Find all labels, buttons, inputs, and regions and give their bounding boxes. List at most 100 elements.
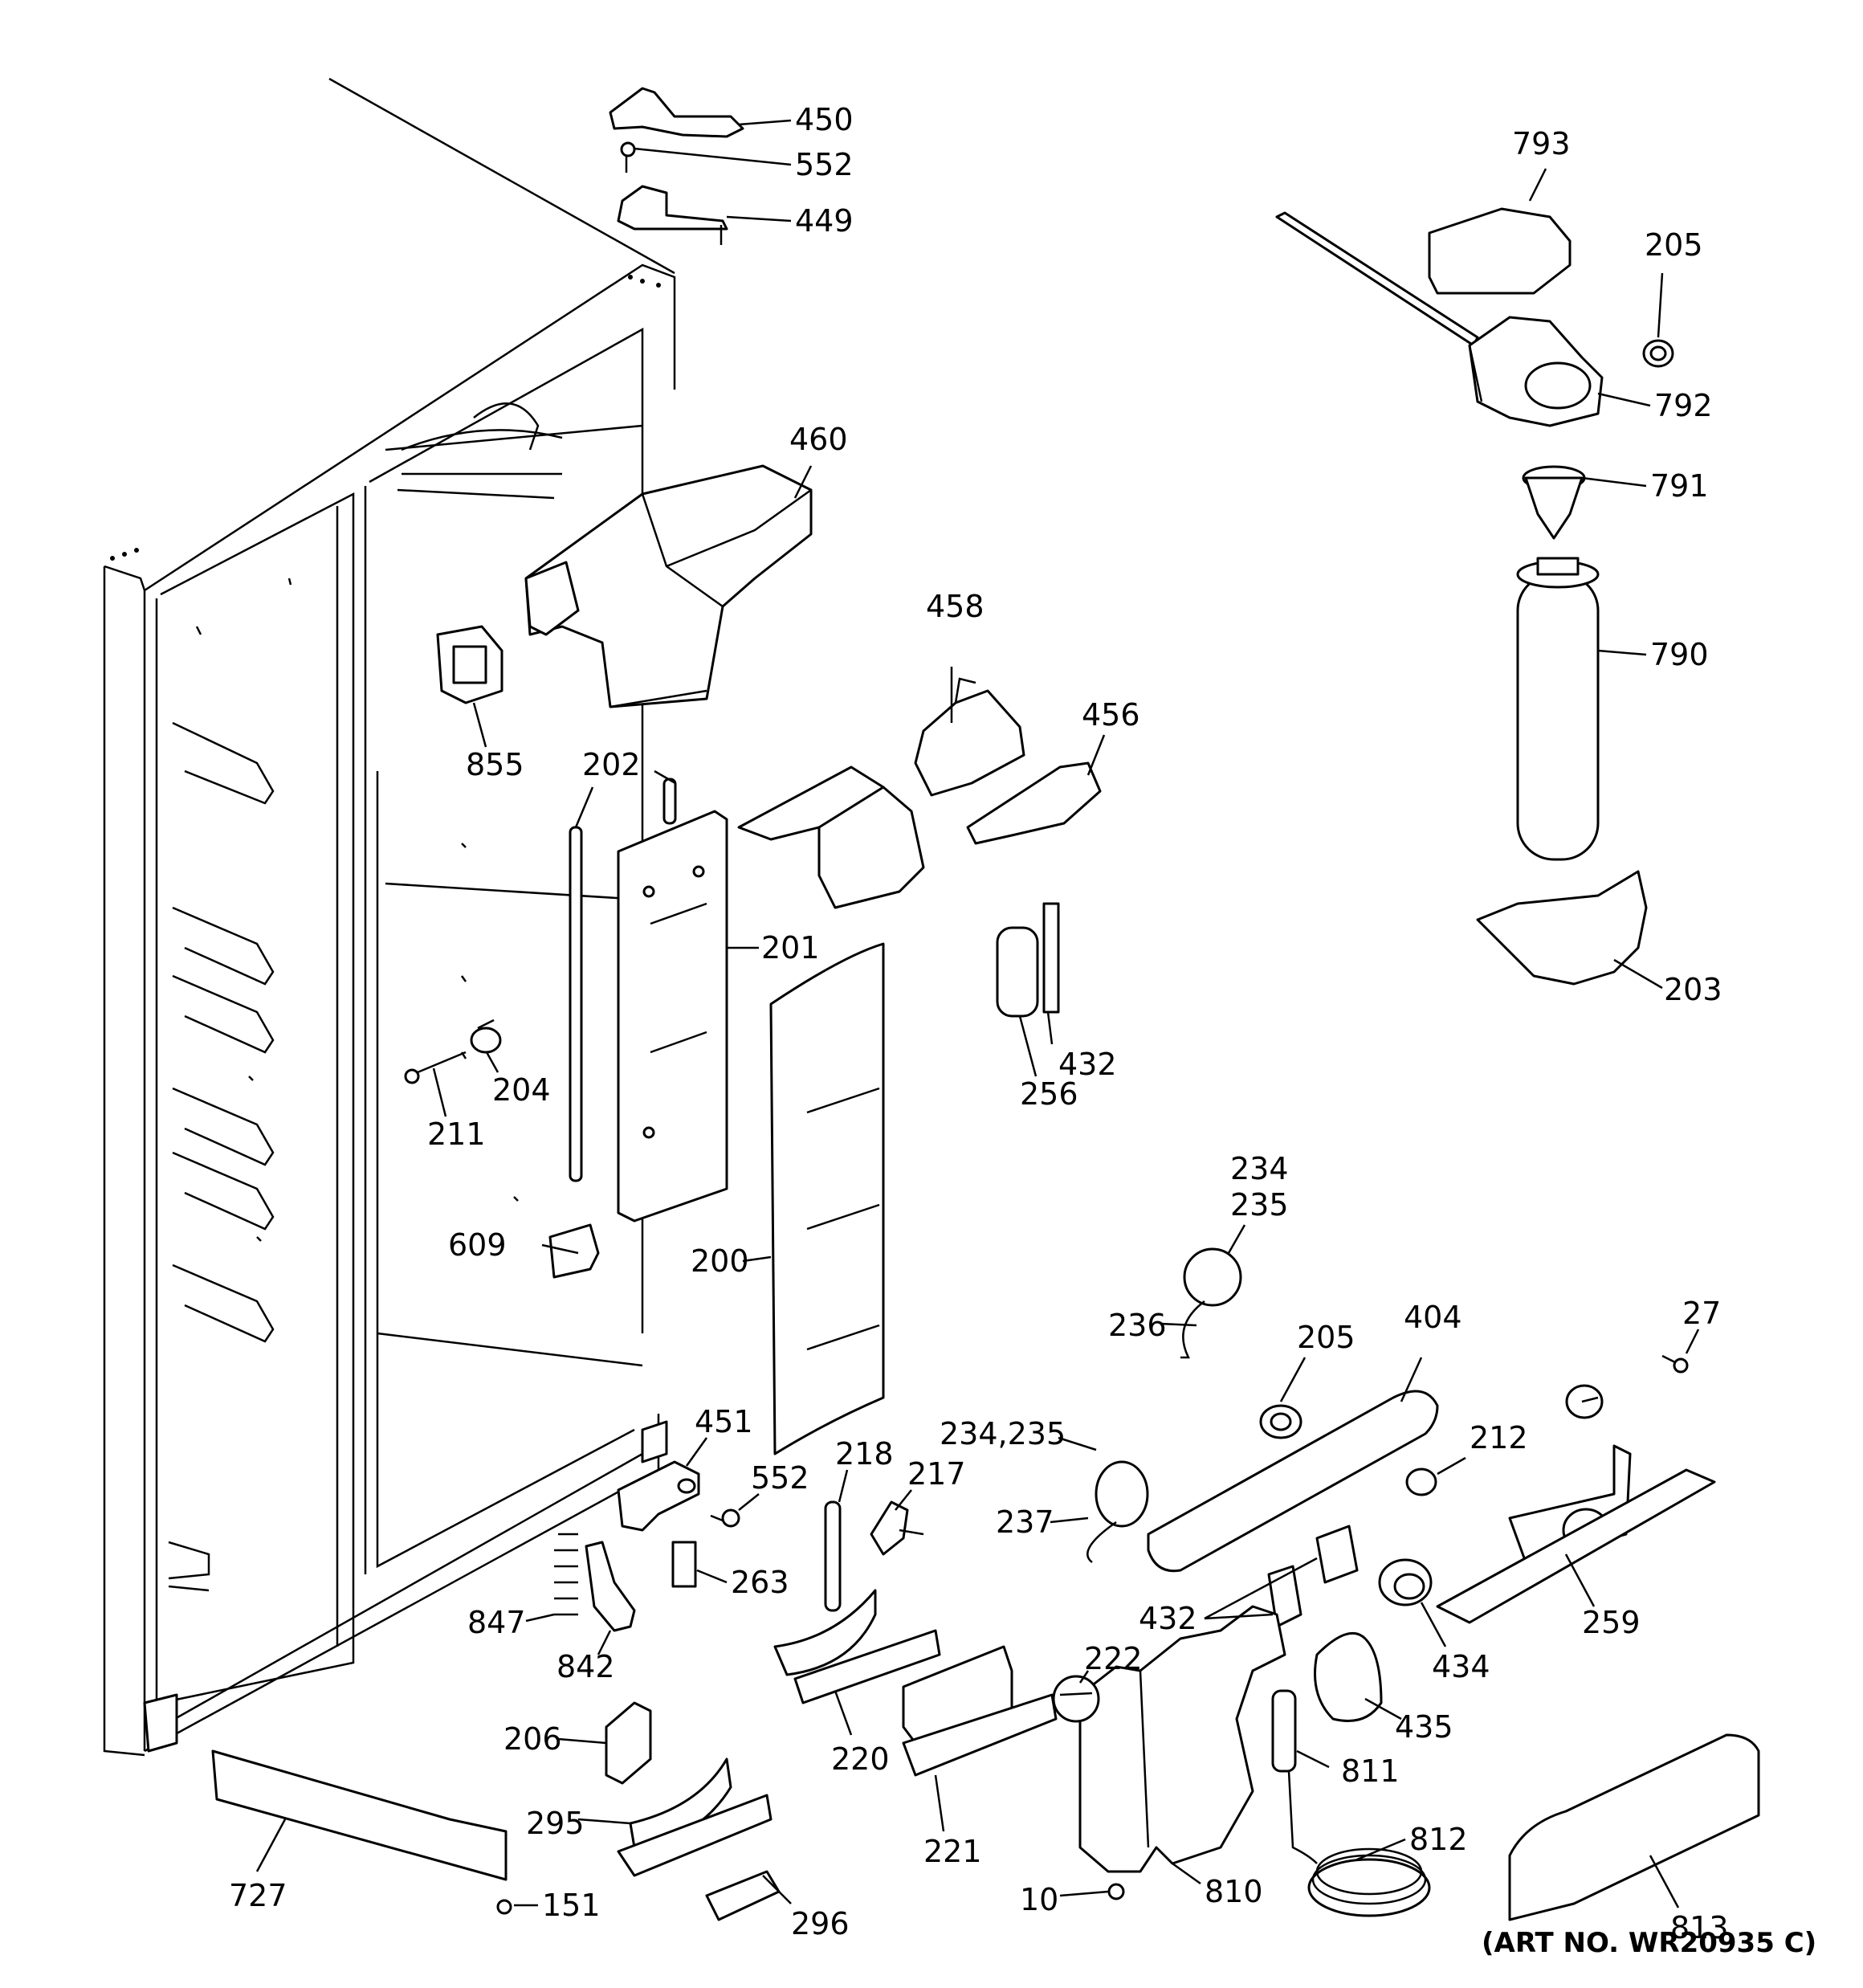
bracket-451	[617, 1460, 700, 1532]
label-810: 810	[1205, 1874, 1263, 1909]
label-212: 212	[1470, 1420, 1528, 1455]
label-203: 203	[1664, 972, 1722, 1007]
grommet-212-b	[1405, 1468, 1437, 1496]
label-151: 151	[542, 1888, 601, 1923]
cap-205-middle	[1259, 1404, 1302, 1439]
cover-813	[1508, 1733, 1760, 1921]
tray-221	[902, 1645, 1058, 1777]
label-222: 222	[1084, 1641, 1143, 1676]
bracket-458	[914, 677, 1025, 797]
mullion-panel-201	[617, 810, 728, 1223]
label-456: 456	[1082, 697, 1140, 733]
hinge-cover-450	[609, 87, 744, 138]
door-panel-200	[769, 942, 885, 1455]
leader-lines	[255, 119, 1700, 1908]
filter-bypass-203	[1476, 870, 1648, 986]
label-263: 263	[731, 1565, 789, 1600]
label-552-top: 552	[795, 147, 854, 182]
water-filter-790	[1516, 557, 1600, 861]
label-432-lower: 432	[1139, 1601, 1197, 1636]
label-790: 790	[1650, 637, 1709, 672]
label-458: 458	[926, 589, 984, 624]
light-lens-234-235	[1183, 1247, 1242, 1307]
light-lens-234-235-b	[1095, 1460, 1149, 1528]
adapter-791	[1522, 465, 1586, 540]
label-847: 847	[467, 1605, 526, 1640]
label-201: 201	[761, 930, 820, 965]
label-259: 259	[1582, 1605, 1641, 1640]
wire-237	[1086, 1521, 1117, 1563]
bracket-432-lower-b	[1315, 1525, 1359, 1584]
actuator-206	[605, 1701, 652, 1785]
filter-cover-793	[1428, 207, 1572, 295]
cap-205-top	[1642, 339, 1674, 368]
wire-236	[1180, 1300, 1205, 1359]
label-449: 449	[795, 203, 854, 239]
part-labels: 450 552 449 793 205 792 791 790 203 460 …	[229, 102, 1816, 1959]
label-235: 235	[1230, 1187, 1289, 1223]
air-duct-460	[524, 464, 813, 708]
screw-552-top	[620, 141, 636, 173]
light-bulb-435	[1314, 1631, 1383, 1722]
label-813: 813	[1670, 1910, 1729, 1945]
label-205-top: 205	[1645, 227, 1703, 263]
label-221: 221	[923, 1834, 982, 1869]
tube-811	[1271, 1689, 1297, 1773]
label-435: 435	[1395, 1709, 1453, 1745]
label-432-upper: 432	[1058, 1047, 1117, 1082]
label-237: 237	[996, 1504, 1054, 1540]
socket-434	[1378, 1558, 1433, 1606]
screw-27	[1661, 1354, 1689, 1374]
label-236: 236	[1108, 1308, 1167, 1343]
label-450: 450	[795, 102, 854, 137]
label-404: 404	[1404, 1300, 1462, 1335]
screw-552-lower	[710, 1508, 740, 1528]
label-217: 217	[907, 1456, 966, 1492]
ice-chute-funnel	[737, 765, 925, 909]
filter-head-792	[1468, 316, 1604, 427]
grille-727	[211, 1749, 508, 1881]
cap-456	[966, 761, 1102, 845]
label-811: 811	[1341, 1753, 1400, 1789]
label-791: 791	[1650, 468, 1709, 504]
roller-204	[470, 1018, 502, 1054]
lever-842	[585, 1541, 636, 1632]
screw-10	[1107, 1883, 1125, 1900]
label-234: 234	[1230, 1151, 1289, 1186]
label-211: 211	[427, 1116, 486, 1152]
label-812: 812	[1409, 1822, 1468, 1857]
switch-217	[870, 1500, 924, 1556]
refrigerator-cabinet	[103, 77, 676, 1757]
art-number: (ART NO. WR20935 C)	[1482, 1927, 1816, 1959]
label-434: 434	[1432, 1649, 1490, 1684]
pad-296	[705, 1870, 781, 1921]
label-27: 27	[1682, 1296, 1721, 1331]
chute-220	[773, 1589, 941, 1704]
switch-609	[548, 1223, 600, 1279]
label-204: 204	[492, 1072, 551, 1108]
housing-259	[1436, 1444, 1716, 1624]
bracket-432-upper	[1042, 902, 1060, 1014]
cap-222	[1052, 1675, 1100, 1723]
bracket-432-lower-a	[1267, 1565, 1302, 1628]
filter-rod	[1275, 211, 1479, 347]
spring-847	[554, 1533, 578, 1616]
label-842: 842	[556, 1649, 615, 1684]
label-234-235-lower: 234,235	[940, 1416, 1066, 1451]
reservoir-404	[1147, 1390, 1439, 1573]
lens-256	[996, 926, 1039, 1018]
label-552-lower: 552	[751, 1460, 809, 1496]
label-295: 295	[526, 1806, 585, 1841]
label-206: 206	[503, 1721, 562, 1757]
screw-211	[404, 1051, 467, 1084]
label-200: 200	[691, 1243, 749, 1279]
label-10: 10	[1020, 1882, 1058, 1917]
label-609: 609	[448, 1227, 507, 1263]
label-727: 727	[229, 1878, 287, 1913]
label-256: 256	[1020, 1076, 1078, 1112]
damper-855	[436, 625, 503, 704]
label-205-middle: 205	[1297, 1320, 1355, 1355]
label-451: 451	[695, 1404, 753, 1439]
label-792: 792	[1654, 388, 1713, 423]
